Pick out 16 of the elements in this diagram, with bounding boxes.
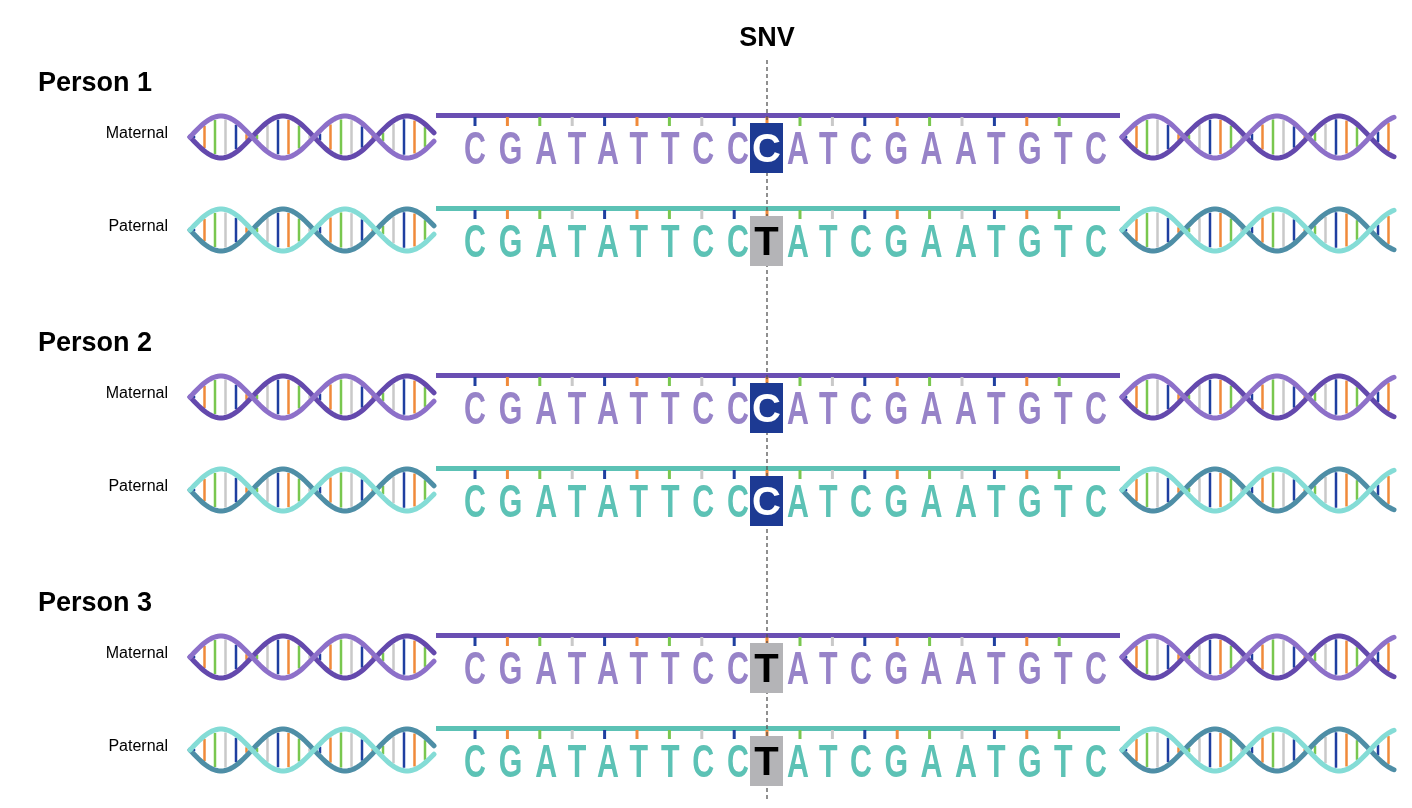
strand-label: Maternal — [104, 384, 168, 402]
strand-label: Paternal — [107, 217, 168, 235]
strand-label: Maternal — [104, 124, 168, 142]
strand-label: Paternal — [107, 737, 168, 755]
person-heading: Person 3 — [38, 587, 153, 618]
person-heading: Person 1 — [38, 67, 153, 98]
sequence-text: ATCGAATGTC — [787, 478, 1120, 524]
snv-heading: SNV — [739, 22, 795, 53]
sequence-text: ATCGAATGTC — [787, 218, 1120, 264]
sequence-text: ATCGAATGTC — [787, 645, 1120, 691]
sequence-text: ATCGAATGTC — [787, 125, 1120, 171]
sequence-text: ATCGAATGTC — [787, 738, 1120, 784]
person-heading: Person 2 — [38, 327, 153, 358]
strand-label: Paternal — [107, 477, 168, 495]
strand-label: Maternal — [104, 644, 168, 662]
sequence-text: ATCGAATGTC — [787, 385, 1120, 431]
